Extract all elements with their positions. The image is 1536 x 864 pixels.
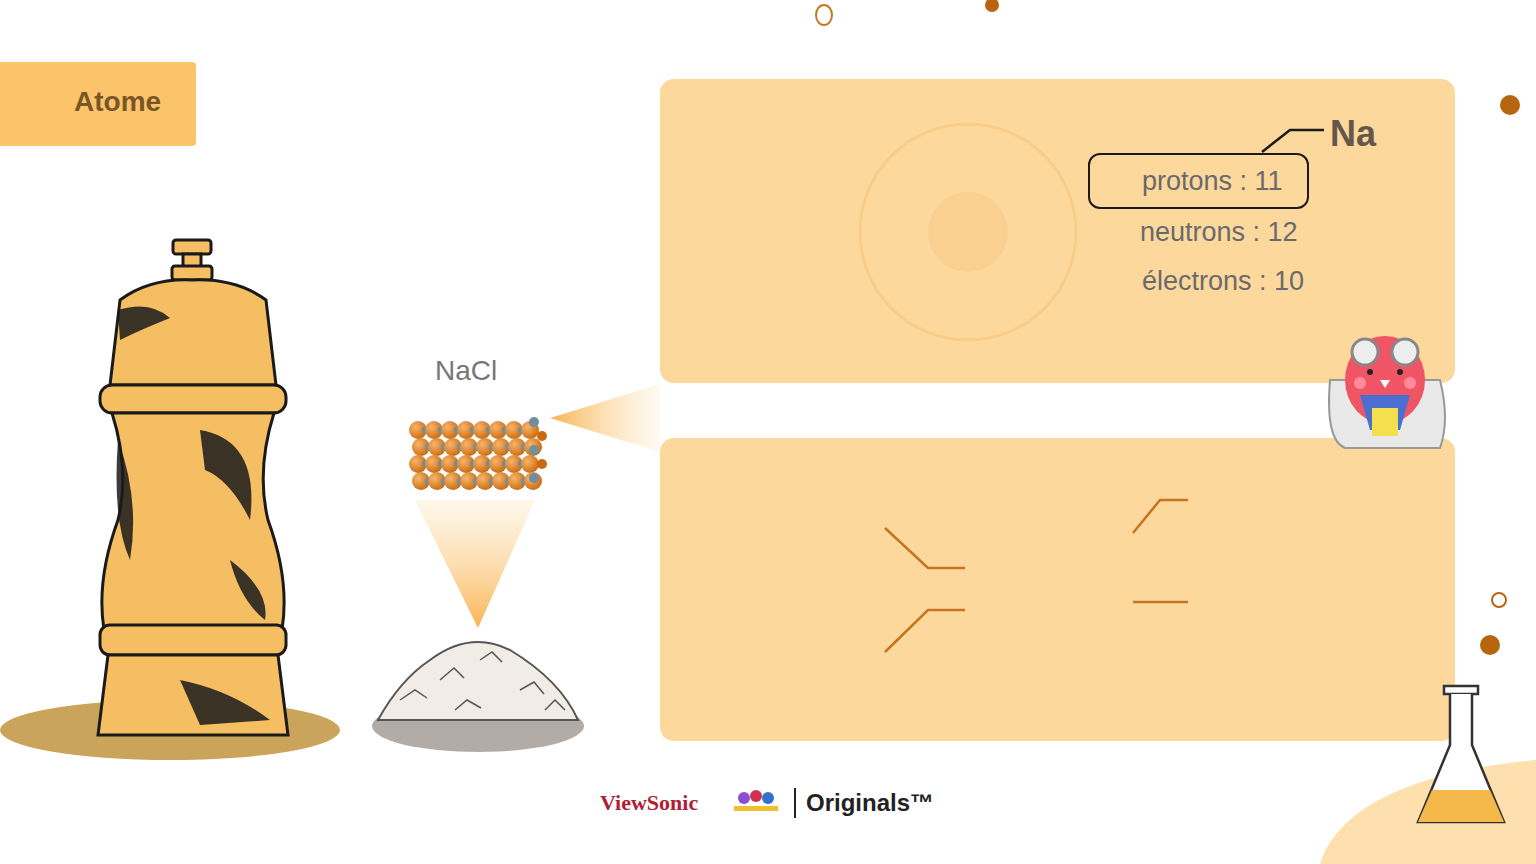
node-text: neutrons : 12 <box>1140 217 1298 248</box>
formula-label: NaCl <box>435 355 497 387</box>
atom-panel: Na neutrons : 12 électrons : 10 protons : 1… <box>660 79 1455 383</box>
brand-logo: Originals™ <box>806 789 934 817</box>
node-text: électrons : 10 <box>1142 266 1304 297</box>
title-tab: Atome <box>0 62 196 146</box>
brand-logo: ViewSonic <box>600 790 698 816</box>
element-symbol: Na <box>1330 113 1376 155</box>
node-text: Atome <box>74 86 161 118</box>
highlight-box: protons : 11 <box>1088 153 1309 209</box>
node-text: protons : 11 <box>1142 166 1283 197</box>
